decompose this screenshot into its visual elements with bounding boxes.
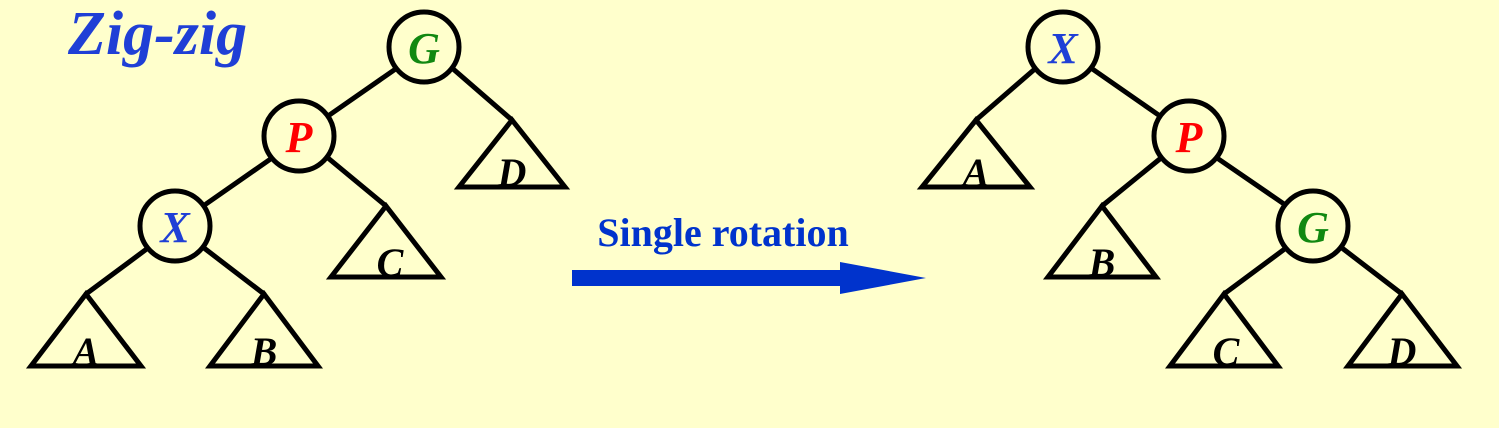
edge-x-b: [201, 245, 267, 297]
edge-p-x: [203, 155, 275, 207]
edge-x-a: [83, 245, 151, 297]
node-p-label: P: [285, 113, 314, 162]
rotation-caption: Single rotation: [597, 210, 849, 255]
subtree-b: [205, 289, 323, 369]
edge-g-p: [325, 65, 400, 119]
subtree-a-after: [916, 116, 1036, 190]
tree-before: D C A B G P X: [25, 9, 571, 374]
subtree-c-after: [1165, 289, 1283, 369]
node-g-after-label: G: [1297, 203, 1329, 252]
edge-x-p-after: [1088, 65, 1163, 119]
subtree-b-label: B: [250, 329, 278, 374]
node-x-after-label: X: [1046, 24, 1079, 73]
subtree-c-label: C: [377, 240, 405, 285]
node-g-label: G: [408, 24, 440, 73]
edge-p-g-after: [1214, 155, 1287, 207]
tree-after: A B C D X P G: [916, 9, 1463, 374]
subtree-d-label: D: [497, 150, 527, 195]
edge-g-c-after: [1221, 245, 1289, 297]
node-x-after: [1025, 9, 1101, 85]
subtree-a: [25, 289, 147, 369]
rotation-arrow: [572, 262, 926, 294]
subtree-a-label: A: [70, 329, 100, 374]
edge-g-d-after: [1339, 245, 1405, 297]
node-p: [261, 98, 337, 174]
node-p-after: [1151, 98, 1227, 174]
subtree-d-after: [1343, 289, 1463, 369]
subtree-a-after-label: A: [960, 150, 990, 195]
node-p-after-label: P: [1175, 113, 1204, 162]
edge-p-c: [325, 155, 389, 209]
subtree-c: [325, 201, 447, 280]
node-g: [386, 9, 462, 85]
node-x-label: X: [158, 203, 191, 252]
diagram-title: Zig-zig: [67, 0, 247, 68]
edge-p-b-after: [1099, 155, 1164, 209]
edge-g-d: [449, 65, 515, 123]
node-g-after: [1275, 188, 1351, 264]
subtree-d: [453, 115, 571, 190]
node-x: [137, 188, 213, 264]
subtree-b-after-label: B: [1088, 240, 1116, 285]
subtree-d-after-label: D: [1387, 329, 1417, 374]
edge-x-a-after: [973, 65, 1039, 123]
subtree-c-after-label: C: [1213, 329, 1241, 374]
subtree-b-after: [1042, 201, 1162, 280]
